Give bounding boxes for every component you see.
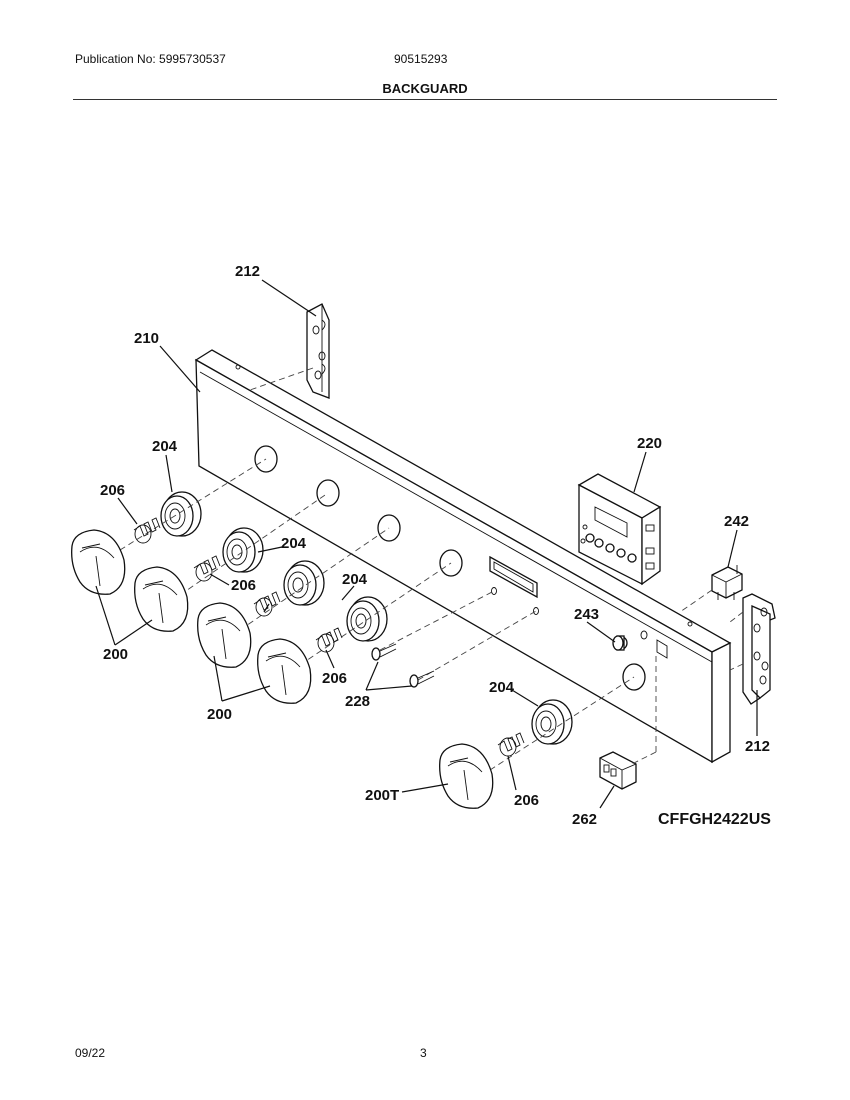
switch-262 [599, 751, 637, 790]
callout-206-2: 206 [231, 577, 256, 594]
spring [193, 555, 221, 582]
callout-243: 243 [574, 606, 599, 623]
bezel [531, 699, 573, 745]
bezel [160, 491, 202, 537]
callout-204-3: 204 [342, 571, 368, 588]
bezel [283, 560, 325, 606]
callout-206-3: 206 [322, 670, 347, 687]
header-rule [73, 99, 777, 100]
page-number: 3 [420, 1046, 427, 1060]
screw [371, 643, 397, 661]
backguard-panel [194, 349, 732, 764]
callout-200-mid: 200 [207, 706, 232, 723]
spring [253, 591, 281, 617]
callout-200t: 200T [365, 787, 399, 804]
callout-220: 220 [637, 435, 662, 452]
knob-hole [316, 479, 340, 507]
callout-212-top: 212 [235, 263, 260, 280]
spring [315, 627, 343, 653]
indicator-light [612, 635, 628, 651]
knob [257, 638, 312, 704]
knob [134, 566, 189, 632]
screw [409, 670, 435, 688]
document-number: 90515293 [394, 52, 448, 66]
callout-200-left: 200 [103, 646, 128, 663]
spring [133, 517, 161, 544]
knob-200t [439, 743, 494, 809]
bezel [222, 527, 264, 573]
footer-date: 09/22 [75, 1046, 106, 1060]
callout-228: 228 [345, 693, 370, 710]
bracket-right [742, 593, 776, 705]
knob [71, 529, 126, 595]
page-title: BACKGUARD [382, 81, 468, 96]
switch-242 [711, 565, 743, 600]
callout-206-1: 206 [100, 482, 125, 499]
knob [197, 602, 252, 668]
callout-210: 210 [134, 330, 159, 347]
model-number: CFFGH2422US [658, 811, 771, 828]
callout-204-1: 204 [152, 438, 178, 455]
clock-control [577, 473, 662, 586]
callout-206-5: 206 [514, 792, 539, 809]
callout-204-5: 204 [489, 679, 515, 696]
callout-204-2: 204 [281, 535, 307, 552]
publication-number: Publication No: 5995730537 [75, 52, 226, 66]
callout-262: 262 [572, 811, 597, 828]
switch-opening [656, 639, 668, 659]
callout-212-right: 212 [745, 738, 770, 755]
bracket-top [306, 303, 330, 399]
spring [497, 732, 525, 757]
bezel [346, 596, 388, 642]
callout-242: 242 [724, 513, 749, 530]
